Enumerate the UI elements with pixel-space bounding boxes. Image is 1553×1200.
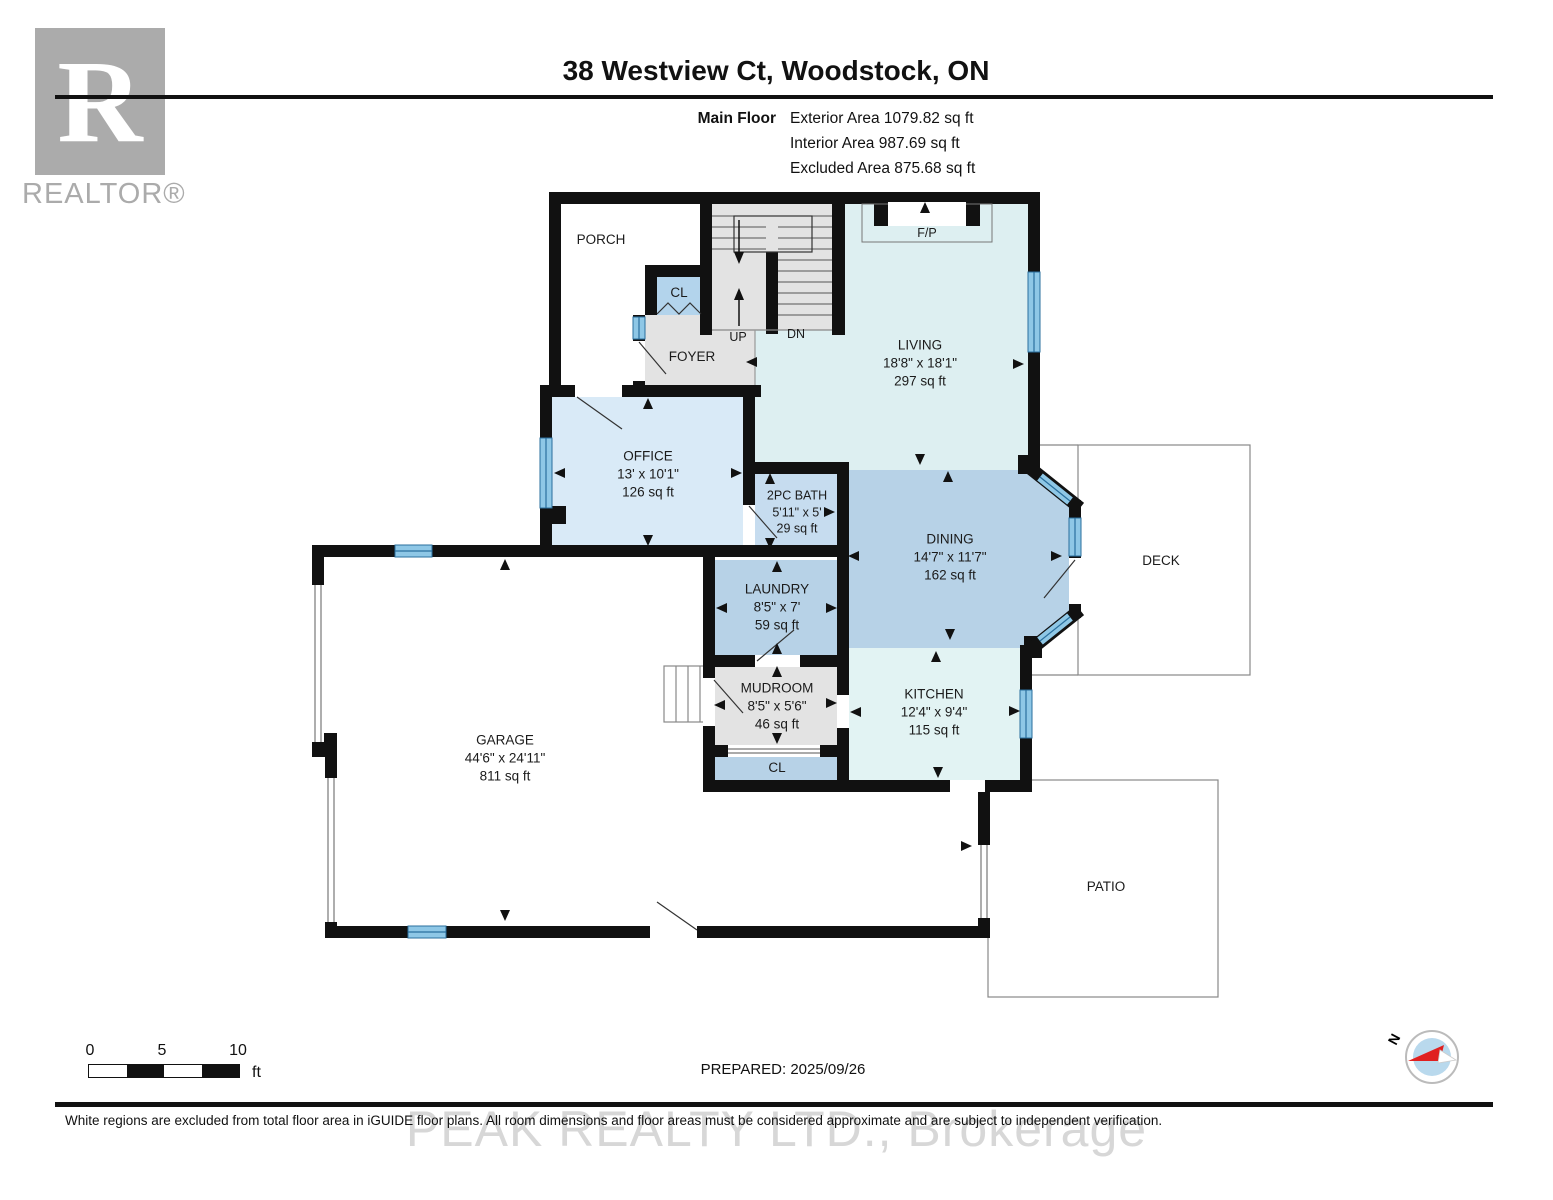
kitchen-fill [849,648,1020,780]
bath-fill [755,474,837,548]
deck-outline [1077,444,1251,676]
outdoor-areas [987,444,1251,998]
stair-structure [712,215,832,385]
living-fill [755,204,1028,470]
door-swings [576,302,1076,931]
excluded-area: Excluded Area 875.68 sq ft [790,160,976,177]
label-patio: PATIO [1086,879,1126,895]
compass-icon: N [1385,1030,1459,1084]
fireplace [861,202,993,243]
floor-label: Main Floor [697,110,776,127]
label-dn: DN [786,326,806,341]
bay-windows [1037,473,1073,645]
closet-bottom-fill [715,757,837,780]
disclaimer-text: White regions are excluded from total fl… [65,1113,1163,1128]
office-fill [552,397,743,557]
label-closet-bottom: CL [768,760,786,776]
footer-divider [55,1102,1493,1107]
scale-tick-10: 10 [229,1042,247,1059]
prepared-date: PREPARED: 2025/09/26 [700,1061,866,1078]
label-foyer: FOYER [668,349,716,365]
label-up: UP [729,329,747,344]
patio-outline [987,779,1219,998]
realtor-logo-text: REALTOR® [22,178,186,210]
direction-arrows [324,202,1062,921]
scale-bar-segments [88,1064,240,1078]
label-deck: DECK [1142,553,1180,569]
label-fireplace: F/P [917,225,937,240]
page-title: 38 Westview Ct, Woodstock, ON [562,55,990,86]
label-porch: PORCH [576,232,626,248]
header-divider [55,95,1493,99]
mudroom-fill [715,667,837,745]
interior-area: Interior Area 987.69 sq ft [790,135,960,152]
scale-tick-0: 0 [85,1042,95,1059]
window-mullions [395,272,1076,933]
scale-tick-5: 5 [157,1042,167,1059]
label-closet-top: CL [670,285,688,301]
garage-doors [314,585,988,922]
realtor-logo: R [35,28,165,175]
dining-fill [849,470,1075,648]
compass-north-label: N [1385,1031,1404,1047]
laundry-fill [715,560,837,655]
scale-unit: ft [252,1064,261,1081]
brokerage-watermark: PEAK REALTY LTD., Brokerage [405,1101,1148,1157]
closet-top-fill [657,277,700,315]
exterior-area: Exterior Area 1079.82 sq ft [790,110,974,127]
